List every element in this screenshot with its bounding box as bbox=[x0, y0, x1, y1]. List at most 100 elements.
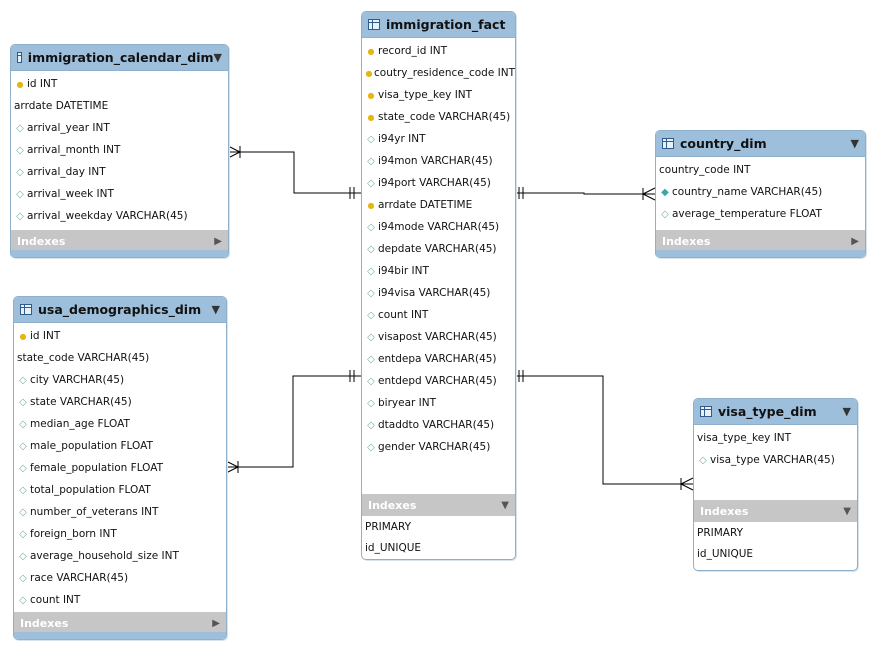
column-row[interactable]: ◇male_population FLOAT bbox=[14, 435, 226, 457]
column-row[interactable]: ◇i94yr INT bbox=[362, 128, 515, 150]
indexes-section-header[interactable]: Indexes ▶ bbox=[11, 230, 228, 252]
column-label: visapost VARCHAR(45) bbox=[378, 331, 497, 343]
column-row[interactable]: ◇arrival_month INT bbox=[11, 139, 228, 161]
key-icon: ● bbox=[365, 68, 373, 78]
column-row[interactable]: ◇median_age FLOAT bbox=[14, 413, 226, 435]
column-row[interactable]: ●record_id INT bbox=[362, 40, 515, 62]
table-header[interactable]: usa_demographics_dim ▼ bbox=[14, 297, 226, 323]
column-row[interactable]: ◇race VARCHAR(45) bbox=[14, 567, 226, 589]
column-row[interactable]: ◇arrival_week INT bbox=[11, 183, 228, 205]
indexes-section-header[interactable]: Indexes ▶ bbox=[14, 612, 226, 634]
diamond-icon: ◇ bbox=[367, 133, 375, 145]
column-row[interactable]: ◇total_population FLOAT bbox=[14, 479, 226, 501]
column-row[interactable]: ◇i94bir INT bbox=[362, 260, 515, 282]
key-icon: ● bbox=[367, 200, 375, 210]
chevron-down-icon[interactable]: ▼ bbox=[842, 405, 851, 418]
column-row[interactable]: ●visa_type_key INT bbox=[362, 84, 515, 106]
column-row[interactable]: ◇average_temperature FLOAT bbox=[656, 203, 865, 225]
index-row[interactable]: PRIMARY bbox=[365, 520, 412, 533]
table-immigration-fact[interactable]: immigration_fact ●record_id INT●coutry_r… bbox=[361, 11, 516, 560]
column-row[interactable]: ●arrdate DATETIME bbox=[362, 194, 515, 216]
chevron-right-icon[interactable]: ▶ bbox=[212, 617, 220, 629]
chevron-right-icon[interactable]: ▶ bbox=[851, 235, 859, 247]
chevron-right-icon[interactable]: ▶ bbox=[214, 235, 222, 247]
column-row[interactable]: ●id INT bbox=[14, 325, 226, 347]
column-row[interactable]: ◇number_of_veterans INT bbox=[14, 501, 226, 523]
indexes-section-header[interactable]: Indexes ▼ bbox=[362, 494, 515, 516]
column-label: biryear INT bbox=[378, 397, 437, 409]
diamond-icon: ◇ bbox=[367, 353, 375, 365]
key-icon: ● bbox=[367, 112, 375, 122]
diamond-icon: ◇ bbox=[16, 210, 24, 222]
column-row[interactable]: ◇visapost VARCHAR(45) bbox=[362, 326, 515, 348]
chevron-down-icon[interactable]: ▼ bbox=[850, 137, 859, 150]
column-row[interactable]: ◇female_population FLOAT bbox=[14, 457, 226, 479]
column-row[interactable]: ◇state VARCHAR(45) bbox=[14, 391, 226, 413]
column-row[interactable]: ◇average_household_size INT bbox=[14, 545, 226, 567]
column-row[interactable]: ●id INT bbox=[11, 73, 228, 95]
column-list: ●record_id INT●coutry_residence_code INT… bbox=[362, 38, 515, 494]
column-row[interactable]: country_code INT bbox=[656, 159, 865, 181]
column-row[interactable]: arrdate DATETIME bbox=[11, 95, 228, 117]
chevron-down-icon[interactable]: ▼ bbox=[213, 51, 222, 64]
table-icon bbox=[700, 406, 712, 417]
column-row[interactable]: visa_type_key INT bbox=[694, 427, 857, 449]
column-row[interactable]: ◇depdate VARCHAR(45) bbox=[362, 238, 515, 260]
column-row[interactable]: ◇i94mode VARCHAR(45) bbox=[362, 216, 515, 238]
chevron-down-icon[interactable]: ▼ bbox=[501, 499, 509, 511]
chevron-down-icon[interactable]: ▼ bbox=[211, 303, 220, 316]
column-label: arrival_weekday VARCHAR(45) bbox=[27, 210, 188, 222]
column-row[interactable]: ◇arrival_day INT bbox=[11, 161, 228, 183]
column-row[interactable]: ◇foreign_born INT bbox=[14, 523, 226, 545]
indexes-section-header[interactable]: Indexes ▼ bbox=[694, 500, 857, 522]
table-header[interactable]: country_dim ▼ bbox=[656, 131, 865, 157]
column-row[interactable]: ◇count INT bbox=[14, 589, 226, 611]
column-label: id INT bbox=[27, 78, 58, 90]
diamond-icon: ◇ bbox=[367, 177, 375, 189]
table-country-dim[interactable]: country_dim ▼ country_code INT◆country_n… bbox=[655, 130, 866, 258]
diamond-icon: ◇ bbox=[19, 506, 27, 518]
crowfoot-visa bbox=[680, 477, 694, 491]
column-row[interactable]: ◇city VARCHAR(45) bbox=[14, 369, 226, 391]
column-label: id INT bbox=[30, 330, 61, 342]
column-label: i94port VARCHAR(45) bbox=[378, 177, 491, 189]
table-header[interactable]: visa_type_dim ▼ bbox=[694, 399, 857, 425]
diamond-icon: ◇ bbox=[367, 331, 375, 343]
relationship-fact-visa bbox=[515, 375, 693, 485]
table-header[interactable]: immigration_fact bbox=[362, 12, 515, 38]
index-row[interactable]: id_UNIQUE bbox=[365, 541, 422, 554]
chevron-down-icon[interactable]: ▼ bbox=[843, 505, 851, 517]
column-label: median_age FLOAT bbox=[30, 418, 130, 430]
column-row[interactable]: ◆country_name VARCHAR(45) bbox=[656, 181, 865, 203]
column-row[interactable]: ◇visa_type VARCHAR(45) bbox=[694, 449, 857, 471]
index-row[interactable]: id_UNIQUE bbox=[697, 547, 754, 560]
index-row[interactable]: PRIMARY bbox=[697, 526, 744, 539]
indexes-section-header[interactable]: Indexes ▶ bbox=[656, 230, 865, 252]
table-header[interactable]: immigration_calendar_dim ▼ bbox=[11, 45, 228, 71]
column-label: male_population FLOAT bbox=[30, 440, 153, 452]
column-row[interactable]: ◇gender VARCHAR(45) bbox=[362, 436, 515, 458]
column-row[interactable]: ◇dtaddto VARCHAR(45) bbox=[362, 414, 515, 436]
diamond-icon: ◇ bbox=[19, 462, 27, 474]
diamond-icon: ◇ bbox=[367, 441, 375, 453]
column-row[interactable]: ◇biryear INT bbox=[362, 392, 515, 414]
column-row[interactable]: ◇count INT bbox=[362, 304, 515, 326]
column-row[interactable]: ◇entdepd VARCHAR(45) bbox=[362, 370, 515, 392]
table-icon bbox=[17, 52, 22, 63]
column-row[interactable]: state_code VARCHAR(45) bbox=[14, 347, 226, 369]
diamond-icon: ◇ bbox=[19, 528, 27, 540]
column-row[interactable]: ◇arrival_year INT bbox=[11, 117, 228, 139]
column-row[interactable]: ◇i94mon VARCHAR(45) bbox=[362, 150, 515, 172]
table-visa-type-dim[interactable]: visa_type_dim ▼ visa_type_key INT◇visa_t… bbox=[693, 398, 858, 571]
column-row[interactable]: ◇i94visa VARCHAR(45) bbox=[362, 282, 515, 304]
column-row[interactable]: ●state_code VARCHAR(45) bbox=[362, 106, 515, 128]
diamond-icon: ◇ bbox=[19, 396, 27, 408]
column-row[interactable]: ◇entdepa VARCHAR(45) bbox=[362, 348, 515, 370]
column-row[interactable]: ◇arrival_weekday VARCHAR(45) bbox=[11, 205, 228, 227]
column-row[interactable]: ●coutry_residence_code INT bbox=[362, 62, 515, 84]
column-label: i94visa VARCHAR(45) bbox=[378, 287, 491, 299]
column-row[interactable]: ◇i94port VARCHAR(45) bbox=[362, 172, 515, 194]
column-label: average_temperature FLOAT bbox=[672, 208, 822, 220]
